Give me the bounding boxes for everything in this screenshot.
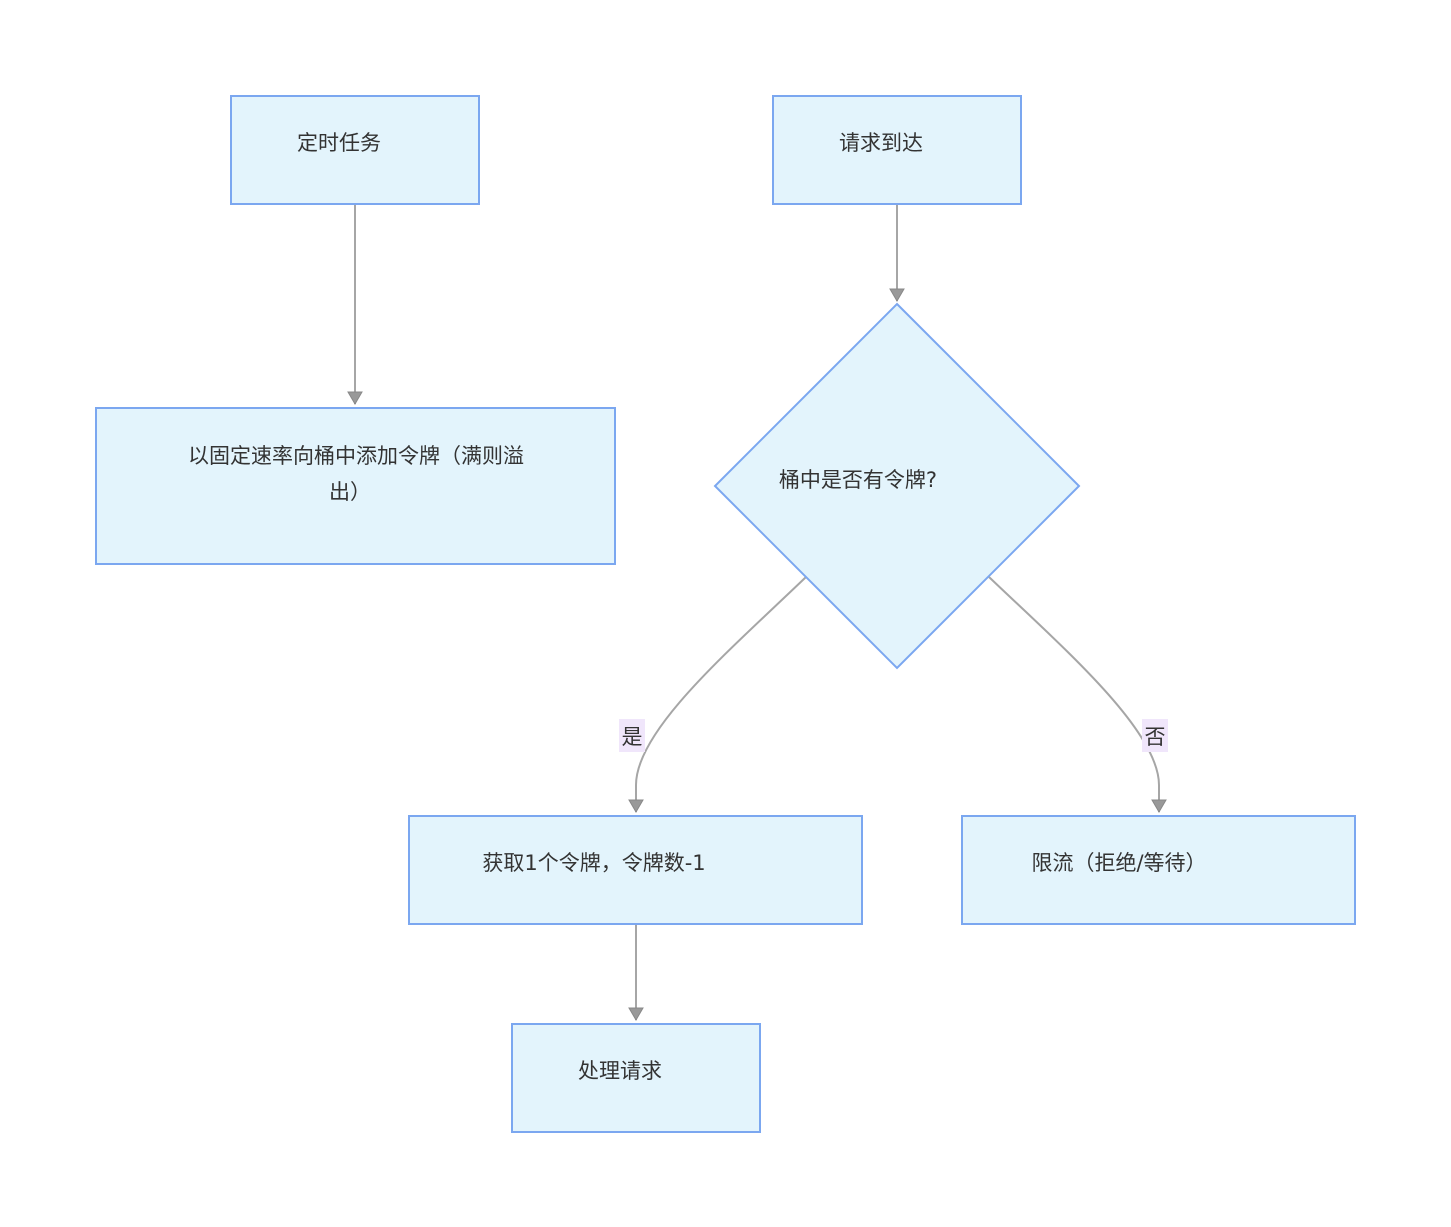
node-request-arrives: 请求到达 [772,95,1022,205]
node-process-request: 处理请求 [511,1023,761,1133]
node-process-request-label: 处理请求 [578,1059,662,1083]
node-take-token: 获取1个令牌，令牌数-1 [408,815,863,925]
edge-label-yes-text: 是 [622,725,643,749]
node-request-arrives-label: 请求到达 [839,131,923,155]
edge-decision-no [988,576,1167,813]
node-add-tokens: 以固定速率向桶中添加令牌（满则溢 出） [95,407,616,565]
node-add-tokens-label-line2: 出） [329,480,371,504]
edge-label-no-text: 否 [1145,725,1166,749]
edge-decision-yes [628,576,807,813]
edge-label-no: 否 [1142,719,1168,752]
node-add-tokens-label-line1: 以固定速率向桶中添加令牌（满则溢 [188,444,524,468]
node-timer-task-label: 定时任务 [297,131,381,155]
node-decision-has-token: 桶中是否有令牌? [713,302,1081,670]
node-rate-limit-label: 限流（拒绝/等待） [1031,851,1206,875]
edge-label-yes: 是 [619,719,645,752]
node-rate-limit: 限流（拒绝/等待） [961,815,1356,925]
node-decision-has-token-label: 桶中是否有令牌? [779,468,937,492]
node-timer-task: 定时任务 [230,95,480,205]
node-take-token-label: 获取1个令牌，令牌数-1 [482,851,705,875]
